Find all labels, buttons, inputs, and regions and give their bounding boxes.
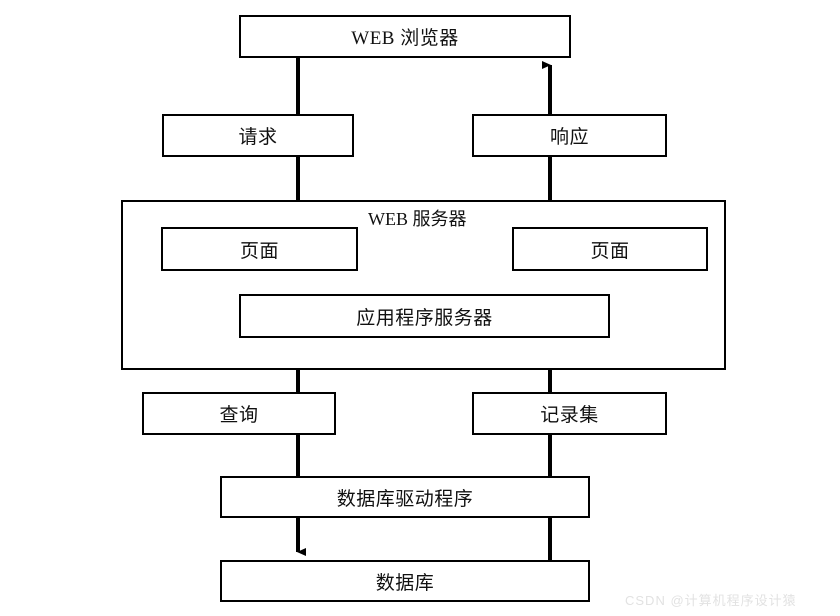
node-web-browser[interactable]: WEB 浏览器: [239, 15, 571, 58]
node-app-server-label: 应用程序服务器: [356, 307, 493, 329]
node-request[interactable]: 请求: [162, 114, 354, 157]
node-page-left-label: 页面: [239, 240, 279, 262]
node-page-right-label: 页面: [590, 240, 630, 262]
node-recordset[interactable]: 记录集: [472, 392, 667, 435]
node-database[interactable]: 数据库: [220, 560, 590, 602]
node-request-label: 请求: [238, 127, 278, 148]
node-query-label: 查询: [219, 405, 259, 426]
node-page-right[interactable]: 页面: [512, 227, 708, 271]
node-database-label: 数据库: [375, 572, 435, 594]
node-page-left[interactable]: 页面: [161, 227, 358, 271]
container-web-server-label: WEB 服务器: [368, 209, 467, 229]
node-db-driver-label: 数据库驱动程序: [336, 488, 474, 510]
node-response[interactable]: 响应: [472, 114, 667, 157]
csdn-watermark: CSDN @计算机程序设计猿: [625, 593, 797, 608]
node-app-server[interactable]: 应用程序服务器: [239, 294, 610, 338]
node-web-browser-label: WEB 浏览器: [351, 28, 459, 49]
node-response-label: 响应: [549, 127, 589, 148]
node-recordset-label: 记录集: [540, 405, 599, 426]
node-db-driver[interactable]: 数据库驱动程序: [220, 476, 590, 518]
node-query[interactable]: 查询: [142, 392, 336, 435]
